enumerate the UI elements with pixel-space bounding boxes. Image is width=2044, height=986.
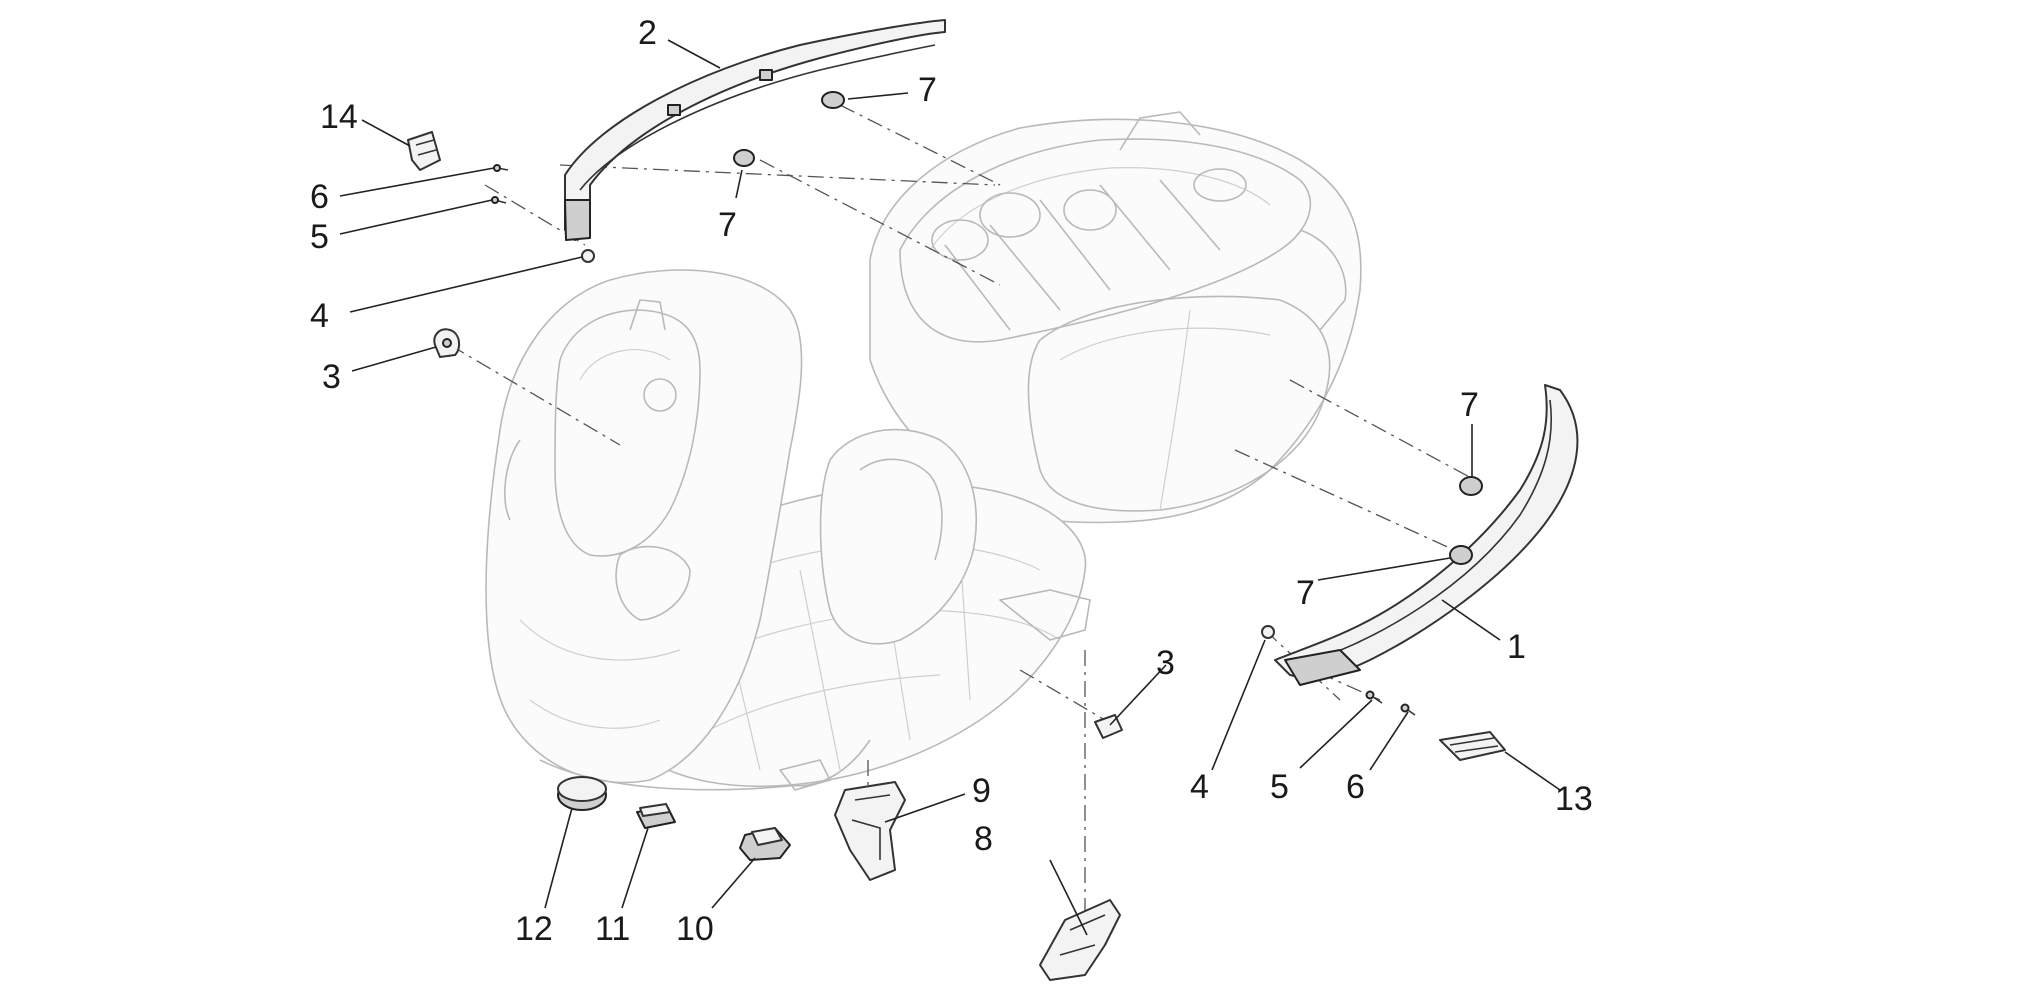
callout-6-left: 6 [310, 178, 329, 216]
leader-line [339, 199, 493, 235]
part-clip-14 [407, 131, 441, 171]
guide-line [559, 164, 996, 186]
callout-2: 2 [638, 14, 657, 52]
callout-9: 9 [972, 772, 991, 810]
leader-line [1504, 751, 1561, 791]
guide-line [1264, 629, 1341, 701]
part-nut-right [1261, 625, 1275, 639]
guide-line [759, 159, 1001, 286]
callout-7-right-upper: 7 [1460, 386, 1479, 424]
part-clip-3-mid [1094, 714, 1123, 739]
leader-line [361, 119, 411, 147]
part-grommet-right-lower [1449, 545, 1473, 565]
leader-line [1317, 557, 1451, 581]
part-nut-left [581, 249, 595, 263]
guide-line [1019, 669, 1106, 721]
callout-14: 14 [320, 98, 358, 136]
leader-line [1441, 599, 1501, 641]
part-grommet-top [821, 91, 845, 109]
scooter-body-outline [485, 111, 1362, 791]
callout-7-topmid: 7 [718, 206, 737, 244]
callout-11: 11 [595, 910, 630, 948]
part-cap-10 [739, 827, 791, 861]
callout-7-right-lower: 7 [1296, 574, 1315, 612]
callout-8: 8 [974, 820, 993, 858]
leader-line [1369, 711, 1409, 771]
leader-line [1049, 859, 1088, 936]
leader-line [339, 167, 495, 197]
guide-line [1289, 379, 1476, 481]
part-bracket-8 [1039, 899, 1121, 981]
leader-line [847, 92, 909, 100]
part-bracket-9 [834, 781, 906, 881]
part-trim-strip-lower [1274, 384, 1579, 686]
part-clip-3-left [433, 328, 461, 358]
part-trim-strip-upper [564, 19, 946, 241]
callout-4-right: 4 [1190, 768, 1209, 806]
part-clip-13 [1439, 731, 1506, 761]
part-pad-11 [636, 803, 676, 829]
part-plug-12 [557, 776, 607, 811]
leader-line [1109, 664, 1167, 726]
callout-7-top: 7 [918, 71, 937, 109]
leader-line [349, 256, 583, 313]
callout-12: 12 [515, 910, 553, 948]
guide-line [449, 344, 621, 446]
leader-line [544, 807, 573, 909]
part-grommet-right-upper [1459, 476, 1483, 496]
part-screws-right [1365, 690, 1416, 716]
callout-labels: 2 14 6 5 4 3 7 7 7 7 1 3 4 5 6 13 9 8 10… [310, 14, 1593, 948]
leader-line [735, 169, 743, 199]
leader-line [351, 346, 437, 372]
part-grommet-topmid [733, 149, 755, 167]
leader-line [1299, 699, 1373, 769]
callout-4-left: 4 [310, 297, 329, 335]
callout-3-mid: 3 [1156, 644, 1175, 682]
guide-line [1234, 449, 1466, 556]
leader-line [711, 857, 756, 909]
leader-line [1211, 639, 1266, 771]
leader-lines [339, 39, 1561, 936]
callout-3-left: 3 [322, 358, 341, 396]
leader-line [621, 827, 649, 909]
callout-5-left: 5 [310, 218, 329, 256]
callout-13: 13 [1555, 780, 1593, 818]
leader-line [884, 793, 966, 823]
leader-line [667, 39, 721, 69]
callout-5-right: 5 [1270, 768, 1289, 806]
callout-6-right: 6 [1346, 768, 1365, 806]
callout-1: 1 [1507, 628, 1526, 666]
callout-10: 10 [676, 910, 714, 948]
